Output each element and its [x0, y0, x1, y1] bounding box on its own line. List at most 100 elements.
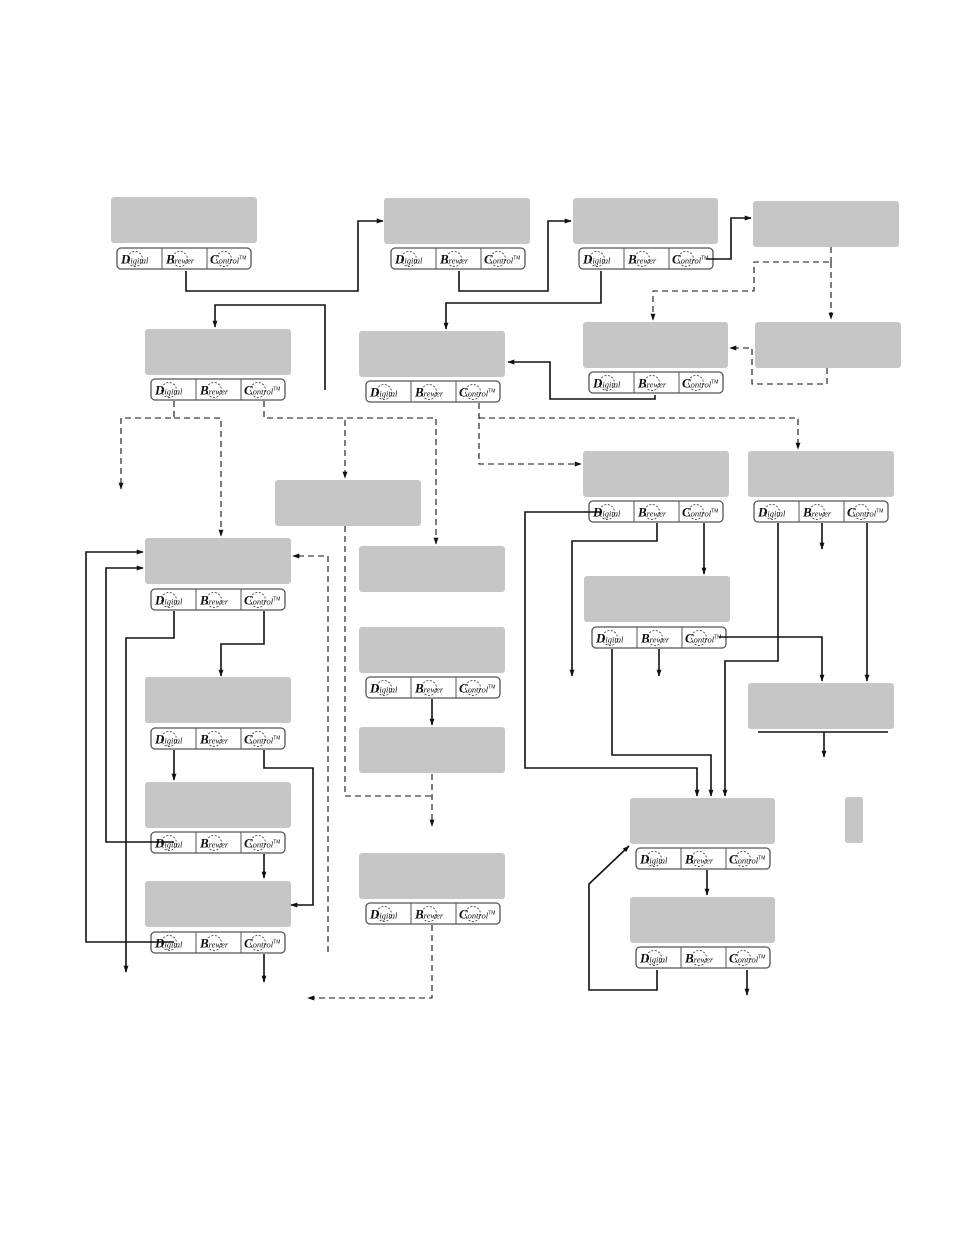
- digital-button[interactable]: Digital: [154, 382, 183, 398]
- control-button[interactable]: ControlTM: [210, 251, 246, 267]
- flow-arrow: [218, 611, 265, 677]
- brewer-button[interactable]: Brewer: [199, 835, 229, 851]
- brewer-button[interactable]: Brewer: [199, 731, 229, 747]
- control-button[interactable]: ControlTM: [244, 592, 280, 608]
- brewer-button[interactable]: Brewer: [684, 950, 714, 966]
- label-initial: D: [369, 681, 380, 696]
- brewer-button[interactable]: Brewer: [414, 384, 444, 400]
- control-button[interactable]: ControlTM: [244, 382, 280, 398]
- brewer-button[interactable]: Brewer: [414, 680, 444, 696]
- brewer-button[interactable]: Brewer: [199, 592, 229, 608]
- button-touch-ring: [465, 906, 481, 922]
- brewer-button[interactable]: Brewer: [627, 251, 657, 267]
- label-initial: B: [199, 936, 209, 951]
- digital-button[interactable]: Digital: [595, 630, 624, 646]
- label-initial: D: [154, 732, 165, 747]
- control-button[interactable]: ControlTM: [729, 950, 765, 966]
- flow-arrow: [458, 218, 572, 292]
- label-rest: rewer: [424, 911, 444, 921]
- label-rest: igital: [649, 955, 668, 965]
- control-button[interactable]: ControlTM: [244, 935, 280, 951]
- button-touch-ring: [446, 251, 462, 267]
- label-rest: igital: [379, 685, 398, 695]
- label-initial: C: [210, 252, 219, 267]
- brewer-button[interactable]: Brewer: [165, 251, 195, 267]
- control-button[interactable]: ControlTM: [459, 906, 495, 922]
- brewer-button-label: Brewer: [199, 593, 229, 608]
- control-button-label: ControlTM: [244, 383, 280, 398]
- dashed-flow-arrow: [650, 261, 829, 321]
- digital-button[interactable]: Digital: [120, 251, 149, 267]
- lcd-display-screen: [630, 897, 775, 943]
- digital-button-label: Digital: [154, 593, 183, 608]
- control-button[interactable]: ControlTM: [244, 731, 280, 747]
- label-initial: D: [154, 593, 165, 608]
- button-touch-ring: [421, 906, 437, 922]
- trademark-mark: TM: [273, 736, 280, 742]
- brewer-button[interactable]: Brewer: [640, 630, 670, 646]
- brewer-button[interactable]: Brewer: [637, 375, 667, 391]
- flow-arrow: [185, 218, 384, 292]
- control-button[interactable]: ControlTM: [682, 375, 718, 391]
- brewer-button[interactable]: Brewer: [199, 935, 229, 951]
- dashed-flow-arrow: [263, 401, 439, 545]
- label-rest: rewer: [424, 685, 444, 695]
- digital-brewer-control-panel: Digital Brewer ControlTM: [150, 378, 286, 401]
- label-initial: C: [729, 951, 738, 966]
- digital-button[interactable]: Digital: [369, 384, 398, 400]
- lcd-display-screen: [583, 322, 728, 368]
- label-initial: D: [582, 252, 593, 267]
- digital-button[interactable]: Digital: [639, 950, 668, 966]
- digital-button[interactable]: Digital: [154, 731, 183, 747]
- brewer-button-label: Brewer: [414, 681, 444, 696]
- digital-button[interactable]: Digital: [592, 375, 621, 391]
- control-button[interactable]: ControlTM: [672, 251, 708, 267]
- digital-button[interactable]: Digital: [154, 935, 183, 951]
- digital-button[interactable]: Digital: [369, 906, 398, 922]
- control-button-label: ControlTM: [244, 732, 280, 747]
- control-button[interactable]: ControlTM: [682, 504, 718, 520]
- label-initial: D: [120, 252, 131, 267]
- button-touch-ring: [250, 731, 266, 747]
- dashed-flow-arrow: [307, 925, 433, 1001]
- brewer-button-label: Brewer: [684, 951, 714, 966]
- label-initial: B: [199, 593, 209, 608]
- control-button[interactable]: ControlTM: [459, 384, 495, 400]
- label-initial: B: [684, 852, 694, 867]
- trademark-mark: TM: [488, 911, 495, 917]
- control-button-label: ControlTM: [244, 593, 280, 608]
- lcd-display-screen: [359, 853, 505, 899]
- digital-button[interactable]: Digital: [154, 592, 183, 608]
- brewer-button-label: Brewer: [414, 385, 444, 400]
- panel-frame: [365, 902, 501, 925]
- brewer-button[interactable]: Brewer: [684, 851, 714, 867]
- brewer-button[interactable]: Brewer: [199, 382, 229, 398]
- digital-button[interactable]: Digital: [582, 251, 611, 267]
- digital-button[interactable]: Digital: [154, 835, 183, 851]
- digital-button[interactable]: Digital: [639, 851, 668, 867]
- control-button[interactable]: ControlTM: [685, 630, 721, 646]
- button-touch-ring: [206, 731, 222, 747]
- control-button[interactable]: ControlTM: [459, 680, 495, 696]
- digital-brewer-control-panel: Digital Brewer ControlTM: [588, 371, 724, 394]
- brewer-button[interactable]: Brewer: [439, 251, 469, 267]
- control-button-label: ControlTM: [244, 836, 280, 851]
- digital-button[interactable]: Digital: [369, 680, 398, 696]
- digital-button[interactable]: Digital: [394, 251, 423, 267]
- brewer-button[interactable]: Brewer: [637, 504, 667, 520]
- digital-button[interactable]: Digital: [757, 504, 786, 520]
- brewer-button[interactable]: Brewer: [802, 504, 832, 520]
- label-initial: C: [244, 936, 253, 951]
- control-button[interactable]: ControlTM: [484, 251, 520, 267]
- control-button[interactable]: ControlTM: [729, 851, 765, 867]
- dashed-flow-arrow: [174, 417, 224, 537]
- control-button[interactable]: ControlTM: [244, 835, 280, 851]
- digital-brewer-control-panel: Digital Brewer ControlTM: [150, 588, 286, 611]
- label-initial: D: [639, 951, 650, 966]
- button-touch-ring: [161, 835, 177, 851]
- brewer-button[interactable]: Brewer: [414, 906, 444, 922]
- digital-brewer-control-panel: Digital Brewer ControlTM: [150, 931, 286, 954]
- label-initial: D: [154, 836, 165, 851]
- digital-button-label: Digital: [394, 252, 423, 267]
- control-button[interactable]: ControlTM: [847, 504, 883, 520]
